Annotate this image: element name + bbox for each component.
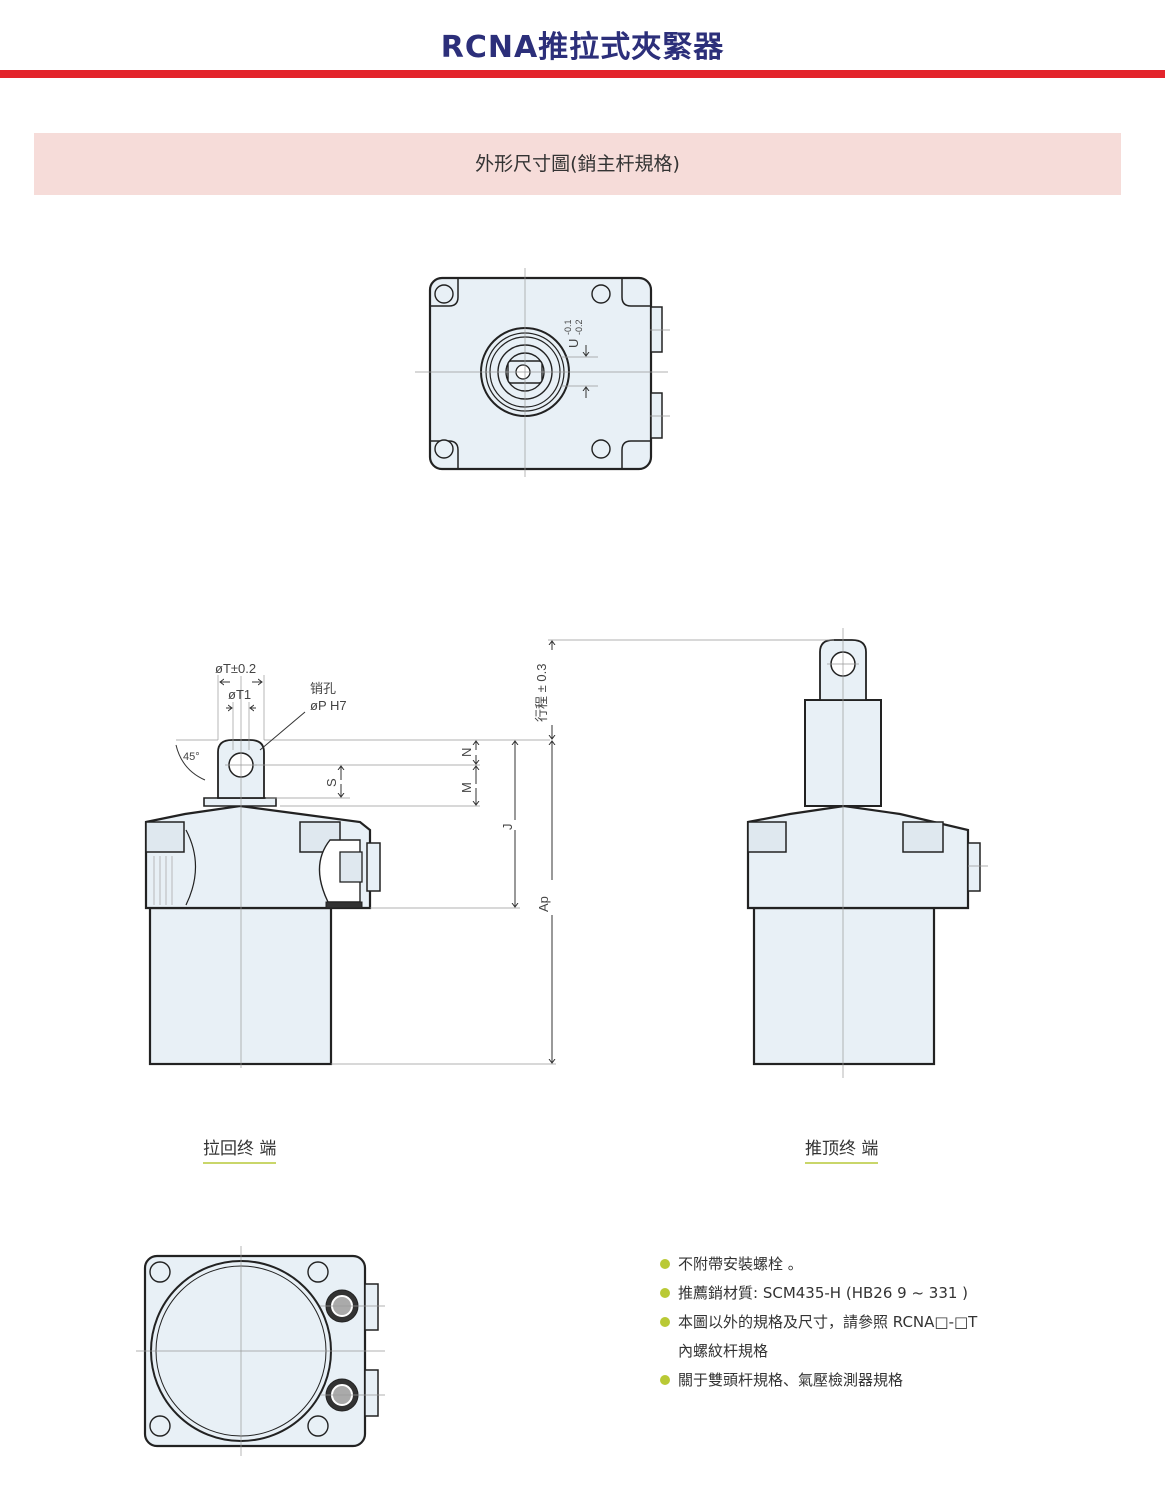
note-text: 內螺紋杆規格 [678, 1342, 769, 1360]
note-text: 不附帶安裝螺栓 。 [678, 1255, 803, 1273]
side-view-pull-end [144, 675, 556, 1068]
dim-m-label: M [459, 782, 474, 793]
note-text: 推薦銷材質: SCM435-H (HB26 9 ~ 331 ) [678, 1284, 969, 1302]
bullet-icon [660, 1288, 670, 1298]
pin-hole-label: 销孔 [310, 681, 336, 696]
note-item: 關于雙頭杆規格、氣壓檢測器規格 [658, 1366, 1098, 1395]
dim-u-label: U [566, 339, 581, 348]
dim-s-label: S [324, 778, 339, 787]
dim-ap-label: Ap [536, 896, 551, 912]
note-text: 本圖以外的規格及尺寸，請參照 RCNA□-□T [678, 1313, 978, 1331]
section-title: 外形尺寸圖(銷主杆規格) [475, 153, 680, 175]
dim-n-label: N [459, 748, 474, 757]
bullet-icon [660, 1317, 670, 1327]
dim-j-label: J [500, 824, 515, 831]
bottom-view [136, 1246, 385, 1456]
caption-pull-end: 拉回终 端 [203, 1134, 277, 1164]
dim-stroke-label: 行程 ± 0.3 [534, 664, 549, 722]
angle-label: 45° [183, 751, 200, 763]
dim-t1-label: øT1 [228, 687, 251, 702]
note-item: 推薦銷材質: SCM435-H (HB26 9 ~ 331 ) [658, 1279, 1098, 1308]
note-item: 不附帶安裝螺栓 。 [658, 1250, 1098, 1279]
note-text: 關于雙頭杆規格、氣壓檢測器規格 [678, 1371, 904, 1389]
bullet-icon [660, 1259, 670, 1269]
header-divider [0, 70, 1165, 78]
dim-t-label: øT±0.2 [215, 661, 256, 676]
dim-u-tol-upper: -0.1 [563, 319, 573, 335]
bullet-icon [660, 1375, 670, 1385]
note-item: 本圖以外的規格及尺寸，請參照 RCNA□-□T [658, 1308, 1098, 1337]
top-view [415, 268, 670, 477]
side-view-push-end [548, 628, 988, 1078]
dim-u-tol-lower: -0.2 [574, 319, 584, 335]
page-title: RCNA推拉式夾緊器 [440, 30, 725, 65]
dim-p-label: øP H7 [310, 698, 347, 713]
section-band: 外形尺寸圖(銷主杆規格) [34, 133, 1121, 195]
notes-list: 不附帶安裝螺栓 。 推薦銷材質: SCM435-H (HB26 9 ~ 331 … [658, 1250, 1098, 1395]
note-item-continued: 內螺紋杆規格 [658, 1337, 1098, 1366]
caption-push-end: 推顶终 端 [805, 1134, 879, 1164]
